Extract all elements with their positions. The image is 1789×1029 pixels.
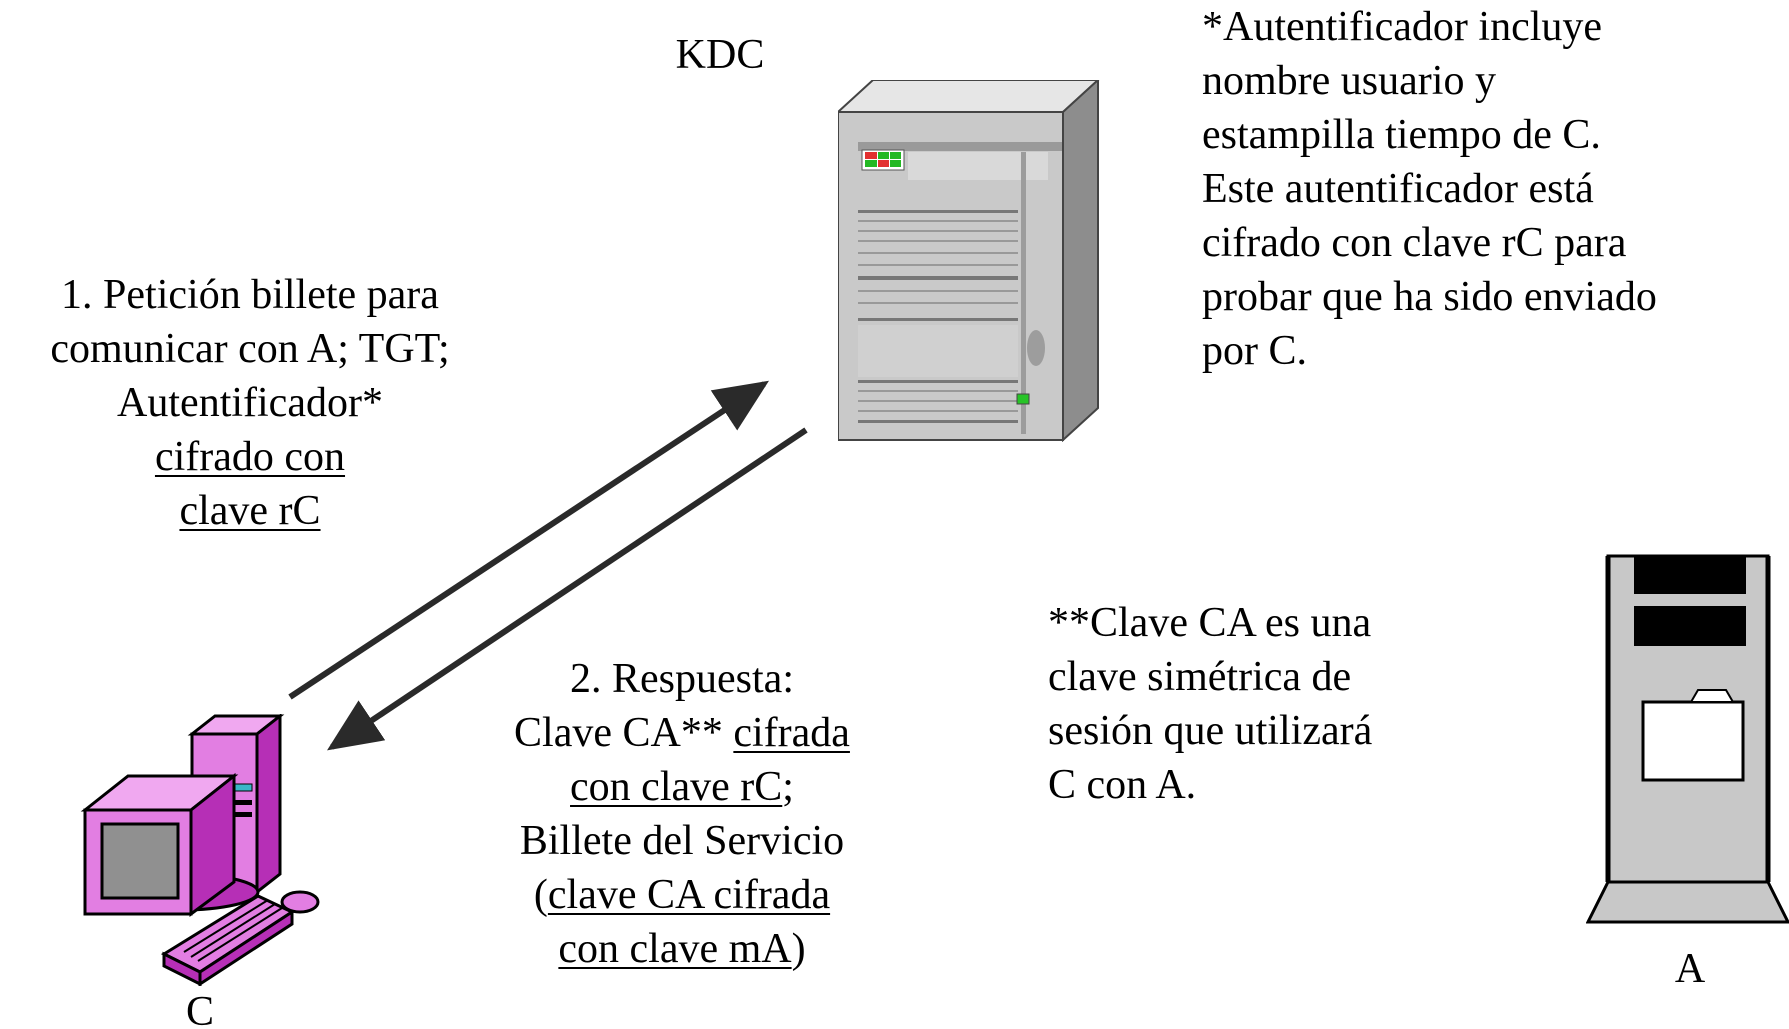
request-line-4: cifrado con bbox=[154, 434, 346, 480]
response-line-5a: ( bbox=[533, 872, 548, 918]
response-line-1: 2. Respuesta: bbox=[570, 656, 794, 702]
response-line-4: Billete del Servicio bbox=[519, 818, 845, 864]
auth-note-line-4: Este autentificador está bbox=[1202, 166, 1594, 212]
response-line-5b: clave CA cifrada bbox=[547, 872, 831, 918]
response-line-2b: cifrada bbox=[733, 710, 850, 756]
key-note-line-2: clave simétrica de bbox=[1048, 654, 1352, 700]
auth-note-line-1: *Autentificador incluye bbox=[1202, 4, 1603, 50]
client-label: C bbox=[185, 989, 214, 1029]
response-line-2a: Clave CA** bbox=[514, 710, 734, 756]
authenticator-note: *Autentificador incluye nombre usuario y… bbox=[1202, 0, 1782, 378]
server-tower-icon bbox=[838, 80, 1100, 442]
request-line-1: 1. Petición billete para bbox=[61, 272, 439, 318]
auth-note-line-6: probar que ha sido enviado bbox=[1202, 274, 1657, 320]
request-arrow bbox=[288, 380, 770, 700]
response-line-3a: con clave rC bbox=[570, 764, 783, 810]
file-server-icon bbox=[1586, 554, 1789, 924]
auth-note-line-7: por C. bbox=[1202, 328, 1307, 374]
request-line-2: comunicar con A; TGT; bbox=[50, 326, 450, 372]
request-line-3: Autentificador* bbox=[117, 380, 383, 426]
response-text: 2. Respuesta: Clave CA** cifrada con cla… bbox=[430, 652, 934, 976]
auth-note-line-5: cifrado con clave rC para bbox=[1202, 220, 1627, 266]
key-note-line-4: C con A. bbox=[1048, 762, 1197, 808]
desktop-computer-icon bbox=[80, 714, 320, 986]
request-line-5: clave rC bbox=[179, 488, 321, 534]
key-note-line-1: **Clave CA es una bbox=[1048, 600, 1372, 646]
response-line-6a: con clave mA bbox=[558, 926, 792, 972]
response-line-6b: ) bbox=[791, 926, 806, 972]
auth-note-line-3: estampilla tiempo de C. bbox=[1202, 112, 1601, 158]
session-key-note: **Clave CA es una clave simétrica de ses… bbox=[1048, 596, 1468, 812]
key-note-line-3: sesión que utilizará bbox=[1048, 708, 1373, 754]
kdc-label: KDC bbox=[675, 32, 765, 78]
response-line-3b: ; bbox=[782, 764, 794, 810]
request-text: 1. Petición billete para comunicar con A… bbox=[0, 268, 500, 538]
auth-note-line-2: nombre usuario y bbox=[1202, 58, 1496, 104]
response-arrow bbox=[327, 427, 808, 751]
server-label: A bbox=[1674, 946, 1706, 992]
